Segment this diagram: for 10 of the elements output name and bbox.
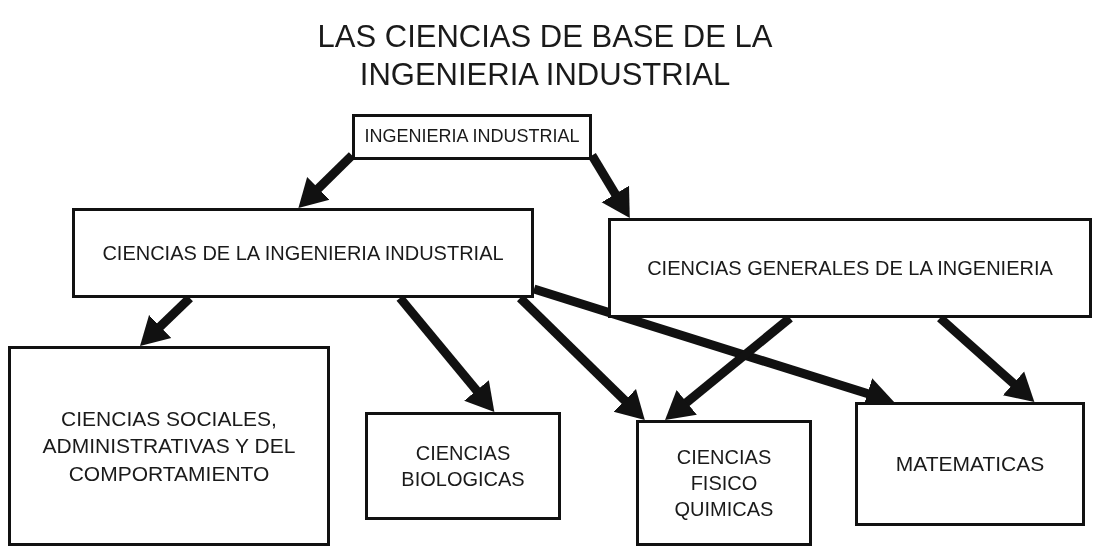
text-box: CIENCIAS BIOLOGICAS: [365, 412, 561, 520]
text-box: CIENCIAS GENERALES DE LA INGENIERIA: [608, 218, 1092, 318]
text-box: INGENIERIA INDUSTRIAL: [352, 114, 592, 160]
arrow: [588, 153, 630, 218]
diagram-title: LAS CIENCIAS DE BASE DE LA INGENIERIA INDUSTRIAL: [316, 18, 774, 94]
arrow: [298, 152, 356, 208]
text-box: MATEMATICAS: [855, 402, 1085, 526]
text-box: CIENCIAS SOCIALES, ADMINISTRATIVAS Y DEL COMPORTAMIENTO: [8, 346, 330, 546]
text-box: CIENCIAS FISICO QUIMICAS: [636, 420, 812, 546]
text-box: CIENCIAS DE LA INGENIERIA INDUSTRIAL: [72, 208, 534, 298]
